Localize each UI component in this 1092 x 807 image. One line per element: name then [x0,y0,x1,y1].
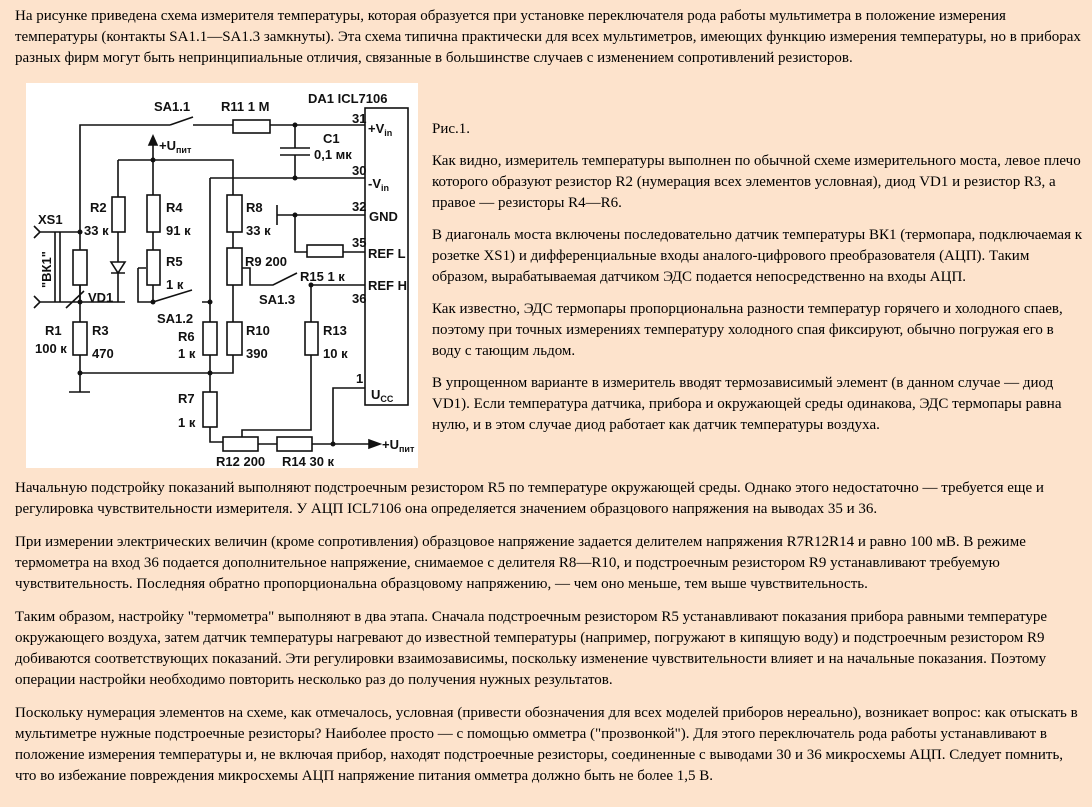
resistor-r4 [146,194,161,233]
resistor-r10 [226,321,243,356]
label-r2-value: 33 к [84,223,109,238]
label-r3-value: 470 [92,346,114,361]
label-vin-plus: +V [368,121,385,136]
label-bk1: "ВК1" [39,251,54,288]
label-sa13: SA1.3 [259,292,295,307]
diode-vd1 [109,261,127,275]
label-ucc: U [371,387,380,402]
label-c1: C1 [323,131,340,146]
pin-36: 36 [352,291,366,306]
resistor-r9 [226,247,243,286]
label-refl: REF L [368,246,406,261]
resistor-r13 [304,321,319,356]
svg-text:+Vin: +Vin [368,121,392,138]
resistor-r2 [111,196,126,233]
svg-text:+Uпит: +Uпит [382,437,415,454]
label-vin-sub: in [381,183,389,193]
label-upit: +U [159,138,176,153]
label-r7: R7 [178,391,195,406]
label-vin-sub: in [384,128,392,138]
label-r4-value: 91 к [166,223,191,238]
resistor-r5 [146,249,161,286]
label-r6: R6 [178,329,195,344]
paragraph: При измерении электрических величин (кро… [15,534,1026,592]
label-r10: R10 [246,323,270,338]
label-r1-value: 100 к [35,341,67,356]
label-ucc-sub: CC [380,394,393,404]
paragraph: Таким образом, настройку "термометра" вы… [15,609,1048,688]
paragraph: Как видно, измеритель температуры выполн… [432,153,1081,211]
label-r15: R15 1 к [300,269,345,284]
label-r3: R3 [92,323,109,338]
label-r9: R9 200 [245,254,287,269]
label-upit-2: +U [382,437,399,452]
label-r7-value: 1 к [178,415,196,430]
label-r8: R8 [246,200,263,215]
label-r6-value: 1 к [178,346,196,361]
label-r5-value: 1 к [166,277,184,292]
label-r8-value: 33 к [246,223,271,238]
label-upit-2-sub: пит [399,444,415,454]
label-r10-value: 390 [246,346,268,361]
svg-text:+Uпит: +Uпит [159,138,192,155]
pin-32: 32 [352,199,366,214]
pin-30: 30 [352,163,366,178]
figure-caption: Рис.1. [432,121,471,137]
label-vd1: VD1 [88,290,113,305]
resistor-r8 [226,194,243,233]
label-upit-sub: пит [176,145,192,155]
label-r13-value: 10 к [323,346,348,361]
resistor-r11 [232,119,271,134]
bottom-text: Начальную подстройку показаний выполняют… [15,478,1087,799]
label-r14: R14 30 к [282,454,335,468]
paragraph: Начальную подстройку показаний выполняют… [15,480,1044,517]
intro-paragraph: На рисунке приведена схема измерителя те… [15,8,1081,66]
label-r13: R13 [323,323,347,338]
label-gnd: GND [369,209,398,224]
label-r2: R2 [90,200,107,215]
paragraph: Поскольку нумерация элементов на схеме, … [15,705,1078,784]
label-c1-value: 0,1 мк [314,147,352,162]
circuit-diagram: DA1 ICL7106 SA1.1 R11 1 M 31 +Vin C1 0,1… [26,83,418,469]
label-xs1: XS1 [38,212,63,227]
label-sa11: SA1.1 [154,99,190,114]
resistor-r3 [72,321,88,356]
paragraph: Как известно, ЭДС термопары пропорционал… [432,301,1063,359]
label-r4: R4 [166,200,183,215]
chip-body [364,107,409,406]
label-r12: R12 200 [216,454,265,468]
label-vin-minus: -V [368,176,381,191]
svg-text:UCC: UCC [371,387,394,404]
resistor-r12 [222,436,259,452]
resistor-r7 [202,391,218,428]
label-r11: R11 1 M [221,99,269,114]
label-r5: R5 [166,254,183,269]
label-refh: REF H [368,278,407,293]
resistor-r6 [202,321,218,356]
pin-31: 31 [352,111,366,126]
resistor-r14 [276,436,313,452]
chip-label: DA1 ICL7106 [308,91,387,106]
resistor-r15 [306,244,344,258]
resistor-r1 [72,249,88,286]
side-column: Рис.1. Как видно, измеритель температуры… [432,119,1084,447]
label-sa12: SA1.2 [157,311,193,326]
label-r1: R1 [45,323,62,338]
paragraph: В диагональ моста включены последователь… [432,227,1083,285]
pin-1: 1 [356,371,363,386]
paragraph: В упрощенном варианте в измеритель вводя… [432,375,1062,433]
pin-35: 35 [352,235,366,250]
svg-text:-Vin: -Vin [368,176,389,193]
